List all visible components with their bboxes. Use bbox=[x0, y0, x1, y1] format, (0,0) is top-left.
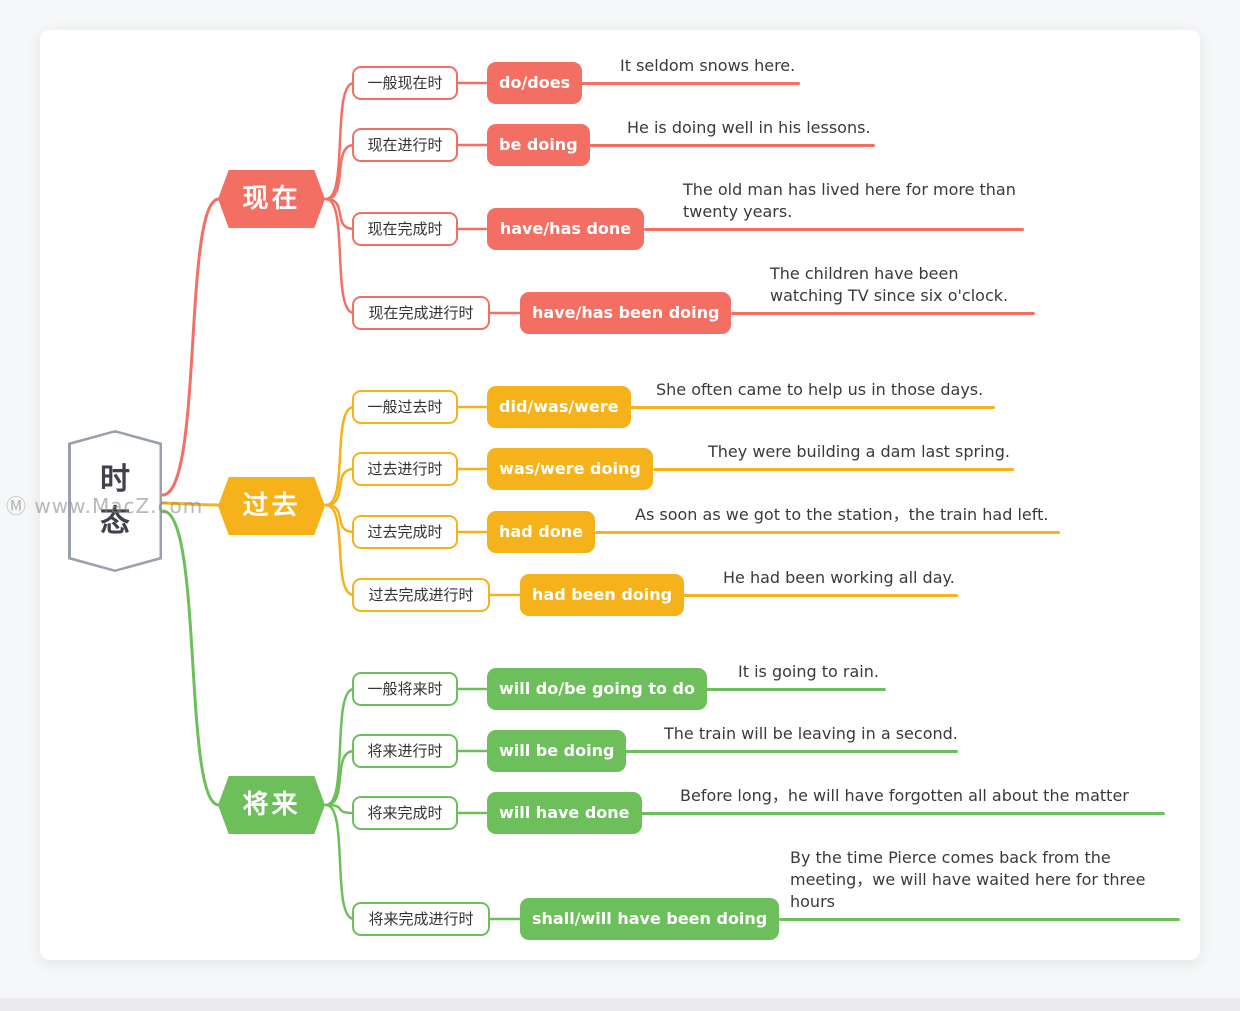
root-node[interactable]: 时态 bbox=[68, 430, 162, 572]
form-node[interactable]: will do/be going to do bbox=[487, 668, 707, 710]
root-node-fill: 时态 bbox=[70, 432, 160, 570]
example-text[interactable]: Before long，he will have forgotten all a… bbox=[680, 786, 1129, 805]
form-node[interactable]: do/does bbox=[487, 62, 583, 104]
example-text[interactable]: She often came to help us in those days. bbox=[656, 380, 984, 399]
form-node[interactable]: had been doing bbox=[520, 574, 685, 616]
example-underline bbox=[641, 812, 1165, 815]
topic-node[interactable]: 现在进行时 bbox=[352, 128, 458, 162]
topic-node[interactable]: 过去完成时 bbox=[352, 515, 458, 549]
branch-node-present[interactable]: 现在 bbox=[218, 170, 325, 228]
branch-node-past[interactable]: 过去 bbox=[218, 477, 325, 535]
topic-node[interactable]: 一般过去时 bbox=[352, 390, 458, 424]
example-underline bbox=[587, 144, 875, 147]
form-node[interactable]: shall/will have been doing bbox=[520, 898, 780, 940]
form-node[interactable]: will be doing bbox=[487, 730, 627, 772]
example-text[interactable]: He had been working all day. bbox=[723, 568, 955, 587]
form-node[interactable]: have/has been doing bbox=[520, 292, 732, 334]
page-bottom-strip bbox=[0, 998, 1240, 1011]
topic-node[interactable]: 现在完成进行时 bbox=[352, 296, 490, 330]
example-text[interactable]: They were building a dam last spring. bbox=[708, 442, 1010, 461]
form-node[interactable]: be doing bbox=[487, 124, 590, 166]
example-underline bbox=[580, 82, 800, 85]
topic-node[interactable]: 一般将来时 bbox=[352, 672, 458, 706]
topic-node[interactable]: 将来进行时 bbox=[352, 734, 458, 768]
example-underline bbox=[595, 531, 1060, 534]
topic-node[interactable]: 一般现在时 bbox=[352, 66, 458, 100]
example-text[interactable]: It seldom snows here. bbox=[620, 56, 796, 75]
example-underline bbox=[681, 594, 958, 597]
example-text[interactable]: It is going to rain. bbox=[738, 662, 879, 681]
form-node[interactable]: have/has done bbox=[487, 208, 644, 250]
example-underline bbox=[731, 312, 1035, 315]
form-node[interactable]: will have done bbox=[487, 792, 642, 834]
example-text[interactable]: By the time Pierce comes back from the m… bbox=[790, 848, 1146, 911]
form-node[interactable]: had done bbox=[487, 511, 595, 553]
form-node[interactable]: was/were doing bbox=[487, 448, 653, 490]
example-text[interactable]: The train will be leaving in a second. bbox=[664, 724, 958, 743]
example-underline bbox=[625, 750, 958, 753]
topic-node[interactable]: 过去进行时 bbox=[352, 452, 458, 486]
topic-node[interactable]: 现在完成时 bbox=[352, 212, 458, 246]
example-text[interactable]: The children have been watching TV since… bbox=[770, 264, 1009, 305]
example-underline bbox=[653, 468, 1014, 471]
topic-node[interactable]: 将来完成进行时 bbox=[352, 902, 490, 936]
example-text[interactable]: The old man has lived here for more than… bbox=[683, 180, 1016, 221]
watermark: Ⓜ www.MacZ.com bbox=[6, 494, 204, 518]
example-text[interactable]: He is doing well in his lessons. bbox=[627, 118, 871, 137]
example-underline bbox=[700, 688, 886, 691]
example-underline bbox=[644, 228, 1024, 231]
form-node[interactable]: did/was/were bbox=[487, 386, 631, 428]
root-label: 时态 bbox=[100, 461, 130, 539]
branch-node-future[interactable]: 将来 bbox=[218, 776, 325, 834]
example-underline bbox=[779, 918, 1180, 921]
topic-node[interactable]: 将来完成时 bbox=[352, 796, 458, 830]
example-underline bbox=[621, 406, 995, 409]
topic-node[interactable]: 过去完成进行时 bbox=[352, 578, 490, 612]
example-text[interactable]: As soon as we got to the station，the tra… bbox=[635, 505, 1049, 524]
